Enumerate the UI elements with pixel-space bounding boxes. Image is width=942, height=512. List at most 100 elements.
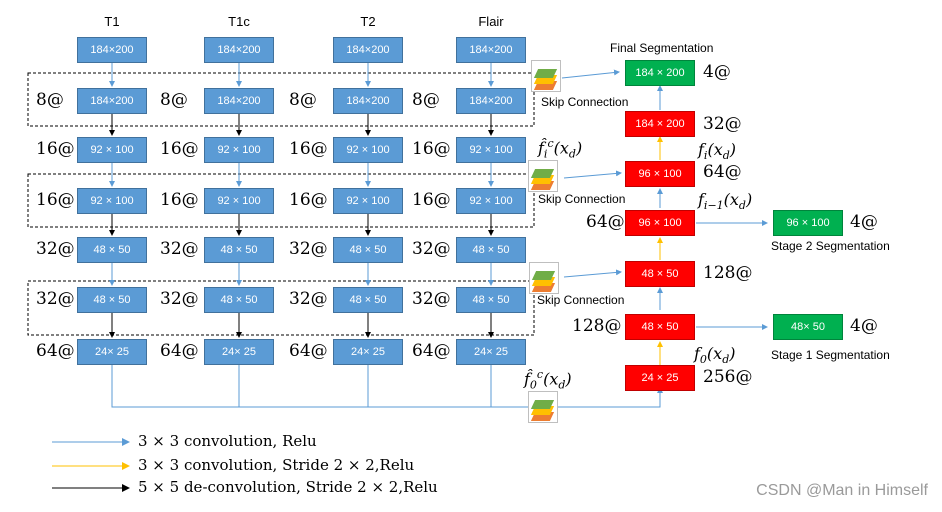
legend-label: 3 × 3 convolution, Relu [138, 432, 317, 450]
encoder-block: 92 × 100 [77, 137, 147, 163]
decoder-block-fim1: 96 × 100 [625, 210, 695, 236]
encoder-block: 24× 25 [77, 339, 147, 365]
channel-label: 32@ [36, 289, 75, 309]
legend-label: 3 × 3 convolution, Stride 2 × 2,Relu [138, 456, 415, 474]
legend-arrow [52, 438, 130, 446]
channel-label: 64@ [586, 212, 625, 232]
skip-connection-label: Skip Connection [541, 95, 629, 109]
channel-label: 256@ [703, 367, 753, 387]
fused-feature-label: f̂0c(xd) [524, 368, 572, 392]
encoder-block: 92 × 100 [204, 188, 274, 214]
channel-label: 32@ [289, 239, 328, 259]
encoder-block: 24× 25 [204, 339, 274, 365]
channel-label: 8@ [36, 90, 64, 110]
channel-label: 16@ [36, 139, 75, 159]
encoder-block: 48 × 50 [333, 237, 403, 263]
dashed-group-2 [27, 173, 535, 228]
skip-connection-label: Skip Connection [538, 192, 626, 206]
final-segmentation-block: 184 × 200 [625, 60, 695, 86]
encoder-block: 48 × 50 [204, 287, 274, 313]
encoder-block: 48 × 50 [333, 287, 403, 313]
channel-label: 4@ [850, 316, 878, 336]
channel-label: 64@ [36, 341, 75, 361]
encoder-block: 184×200 [333, 88, 403, 114]
feature-stack-icon [531, 60, 561, 92]
channel-label: 8@ [160, 90, 188, 110]
feature-label-f0: f0(xd) [694, 344, 736, 367]
channel-label: 32@ [412, 289, 451, 309]
channel-label: 64@ [412, 341, 451, 361]
final-segmentation-title: Final Segmentation [610, 41, 714, 55]
upsample-block: 184 × 200 [625, 111, 695, 137]
encoder-block: 48 × 50 [77, 287, 147, 313]
encoder-block: 92 × 100 [77, 188, 147, 214]
channel-label: 4@ [850, 212, 878, 232]
encoder-block: 92 × 100 [333, 188, 403, 214]
column-header-flair: Flair [478, 14, 504, 29]
channel-label: 4@ [703, 62, 731, 82]
skip-connection-label: Skip Connection [537, 293, 625, 307]
encoder-block: 48 × 50 [456, 287, 526, 313]
bottleneck-block: 24 × 25 [625, 365, 695, 391]
encoder-block: 92 × 100 [456, 188, 526, 214]
stage2-segmentation-block: 96 × 100 [773, 210, 843, 236]
channel-label: 16@ [412, 190, 451, 210]
column-header-t1c: T1c [228, 14, 250, 29]
channel-label: 16@ [160, 139, 199, 159]
stage2-caption: Stage 2 Segmentation [771, 239, 890, 253]
upsample-block: 48 × 50 [625, 261, 695, 287]
dashed-group-3 [27, 280, 535, 336]
stage1-caption: Stage 1 Segmentation [771, 348, 890, 362]
column-header-t1: T1 [104, 14, 120, 29]
legend-label: 5 × 5 de-convolution, Stride 2 × 2,Relu [138, 478, 438, 496]
channel-label: 32@ [703, 114, 742, 134]
encoder-block: 92 × 100 [456, 137, 526, 163]
encoder-block: 92 × 100 [204, 137, 274, 163]
channel-label: 32@ [36, 239, 75, 259]
channel-label: 16@ [289, 190, 328, 210]
channel-label: 32@ [289, 289, 328, 309]
encoder-block: 184×200 [204, 37, 274, 63]
channel-label: 16@ [160, 190, 199, 210]
encoder-block: 184×200 [204, 88, 274, 114]
encoder-block: 48 × 50 [77, 237, 147, 263]
channel-label: 16@ [412, 139, 451, 159]
column-header-t2: T2 [360, 14, 376, 29]
channel-label: 64@ [289, 341, 328, 361]
channel-label: 16@ [36, 190, 75, 210]
encoder-block: 48 × 50 [456, 237, 526, 263]
encoder-block: 184×200 [77, 88, 147, 114]
encoder-block: 48 × 50 [204, 237, 274, 263]
stage1-segmentation-block: 48× 50 [773, 314, 843, 340]
feature-label-fi: fi(xd) [698, 140, 737, 163]
stage1-input-block: 48 × 50 [625, 314, 695, 340]
encoder-block: 184×200 [77, 37, 147, 63]
encoder-block: 92 × 100 [333, 137, 403, 163]
encoder-block: 184×200 [456, 37, 526, 63]
feature-stack-icon [528, 160, 558, 192]
encoder-block: 24× 25 [456, 339, 526, 365]
channel-label: 128@ [703, 263, 753, 283]
encoder-block: 184×200 [456, 88, 526, 114]
decoder-block-fi: 96 × 100 [625, 161, 695, 187]
channel-label: 64@ [160, 341, 199, 361]
encoder-block: 184×200 [333, 37, 403, 63]
channel-label: 8@ [412, 90, 440, 110]
feature-stack-icon [529, 262, 559, 294]
dashed-group-1 [27, 72, 535, 127]
legend-arrow [52, 462, 130, 470]
feature-label-fim1: fi−1(xd) [698, 190, 753, 213]
channel-label: 32@ [160, 239, 199, 259]
channel-label: 8@ [289, 90, 317, 110]
legend-arrow [52, 484, 130, 492]
fused-feature-label: f̂ic(xd) [538, 137, 583, 161]
feature-stack-icon [528, 391, 558, 423]
channel-label: 32@ [160, 289, 199, 309]
channel-label: 128@ [572, 316, 622, 336]
encoder-block: 24× 25 [333, 339, 403, 365]
channel-label: 32@ [412, 239, 451, 259]
channel-label: 64@ [703, 162, 742, 182]
watermark: CSDN @Man in Himself [756, 482, 928, 499]
